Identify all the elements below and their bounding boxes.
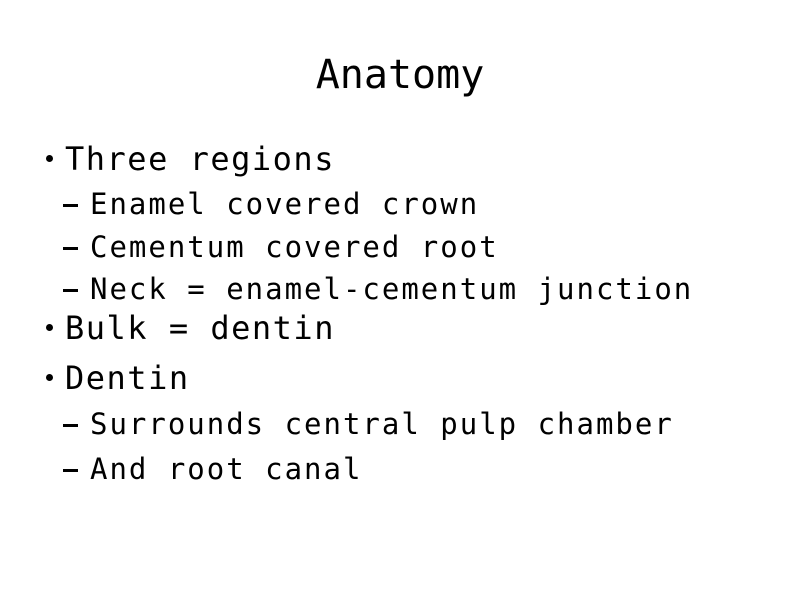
dash-icon xyxy=(63,204,78,207)
sub-bullet-text: Surrounds central pulp chamber xyxy=(90,407,674,441)
dash-icon xyxy=(63,469,78,472)
bullet-text: Dentin xyxy=(65,359,190,397)
dash-icon xyxy=(63,247,78,250)
sub-bullet-item: Enamel covered crown xyxy=(0,190,800,219)
sub-bullet-text: Enamel covered crown xyxy=(90,187,480,221)
bullet-text: Bulk = dentin xyxy=(65,309,335,347)
sub-bullet-item: Cementum covered root xyxy=(0,233,800,262)
bullet-dot-icon xyxy=(46,324,53,331)
bullet-dot-icon xyxy=(46,155,53,162)
bullet-text: Three regions xyxy=(65,140,335,178)
sub-bullet-item: Surrounds central pulp chamber xyxy=(0,410,800,439)
sub-bullet-text: Neck = enamel-cementum junction xyxy=(90,272,694,306)
sub-bullet-text: Cementum covered root xyxy=(90,230,499,264)
sub-bullet-item: Neck = enamel-cementum junction xyxy=(0,275,800,304)
slide-title: Anatomy xyxy=(315,52,485,98)
sub-bullet-item: And root canal xyxy=(0,455,800,484)
bullet-item: Three regions xyxy=(0,143,800,175)
bullet-item: Bulk = dentin xyxy=(0,312,800,344)
bullet-item: Dentin xyxy=(0,362,800,394)
dash-icon xyxy=(63,424,78,427)
sub-bullet-text: And root canal xyxy=(90,452,363,486)
bullet-dot-icon xyxy=(46,374,53,381)
dash-icon xyxy=(63,289,78,292)
